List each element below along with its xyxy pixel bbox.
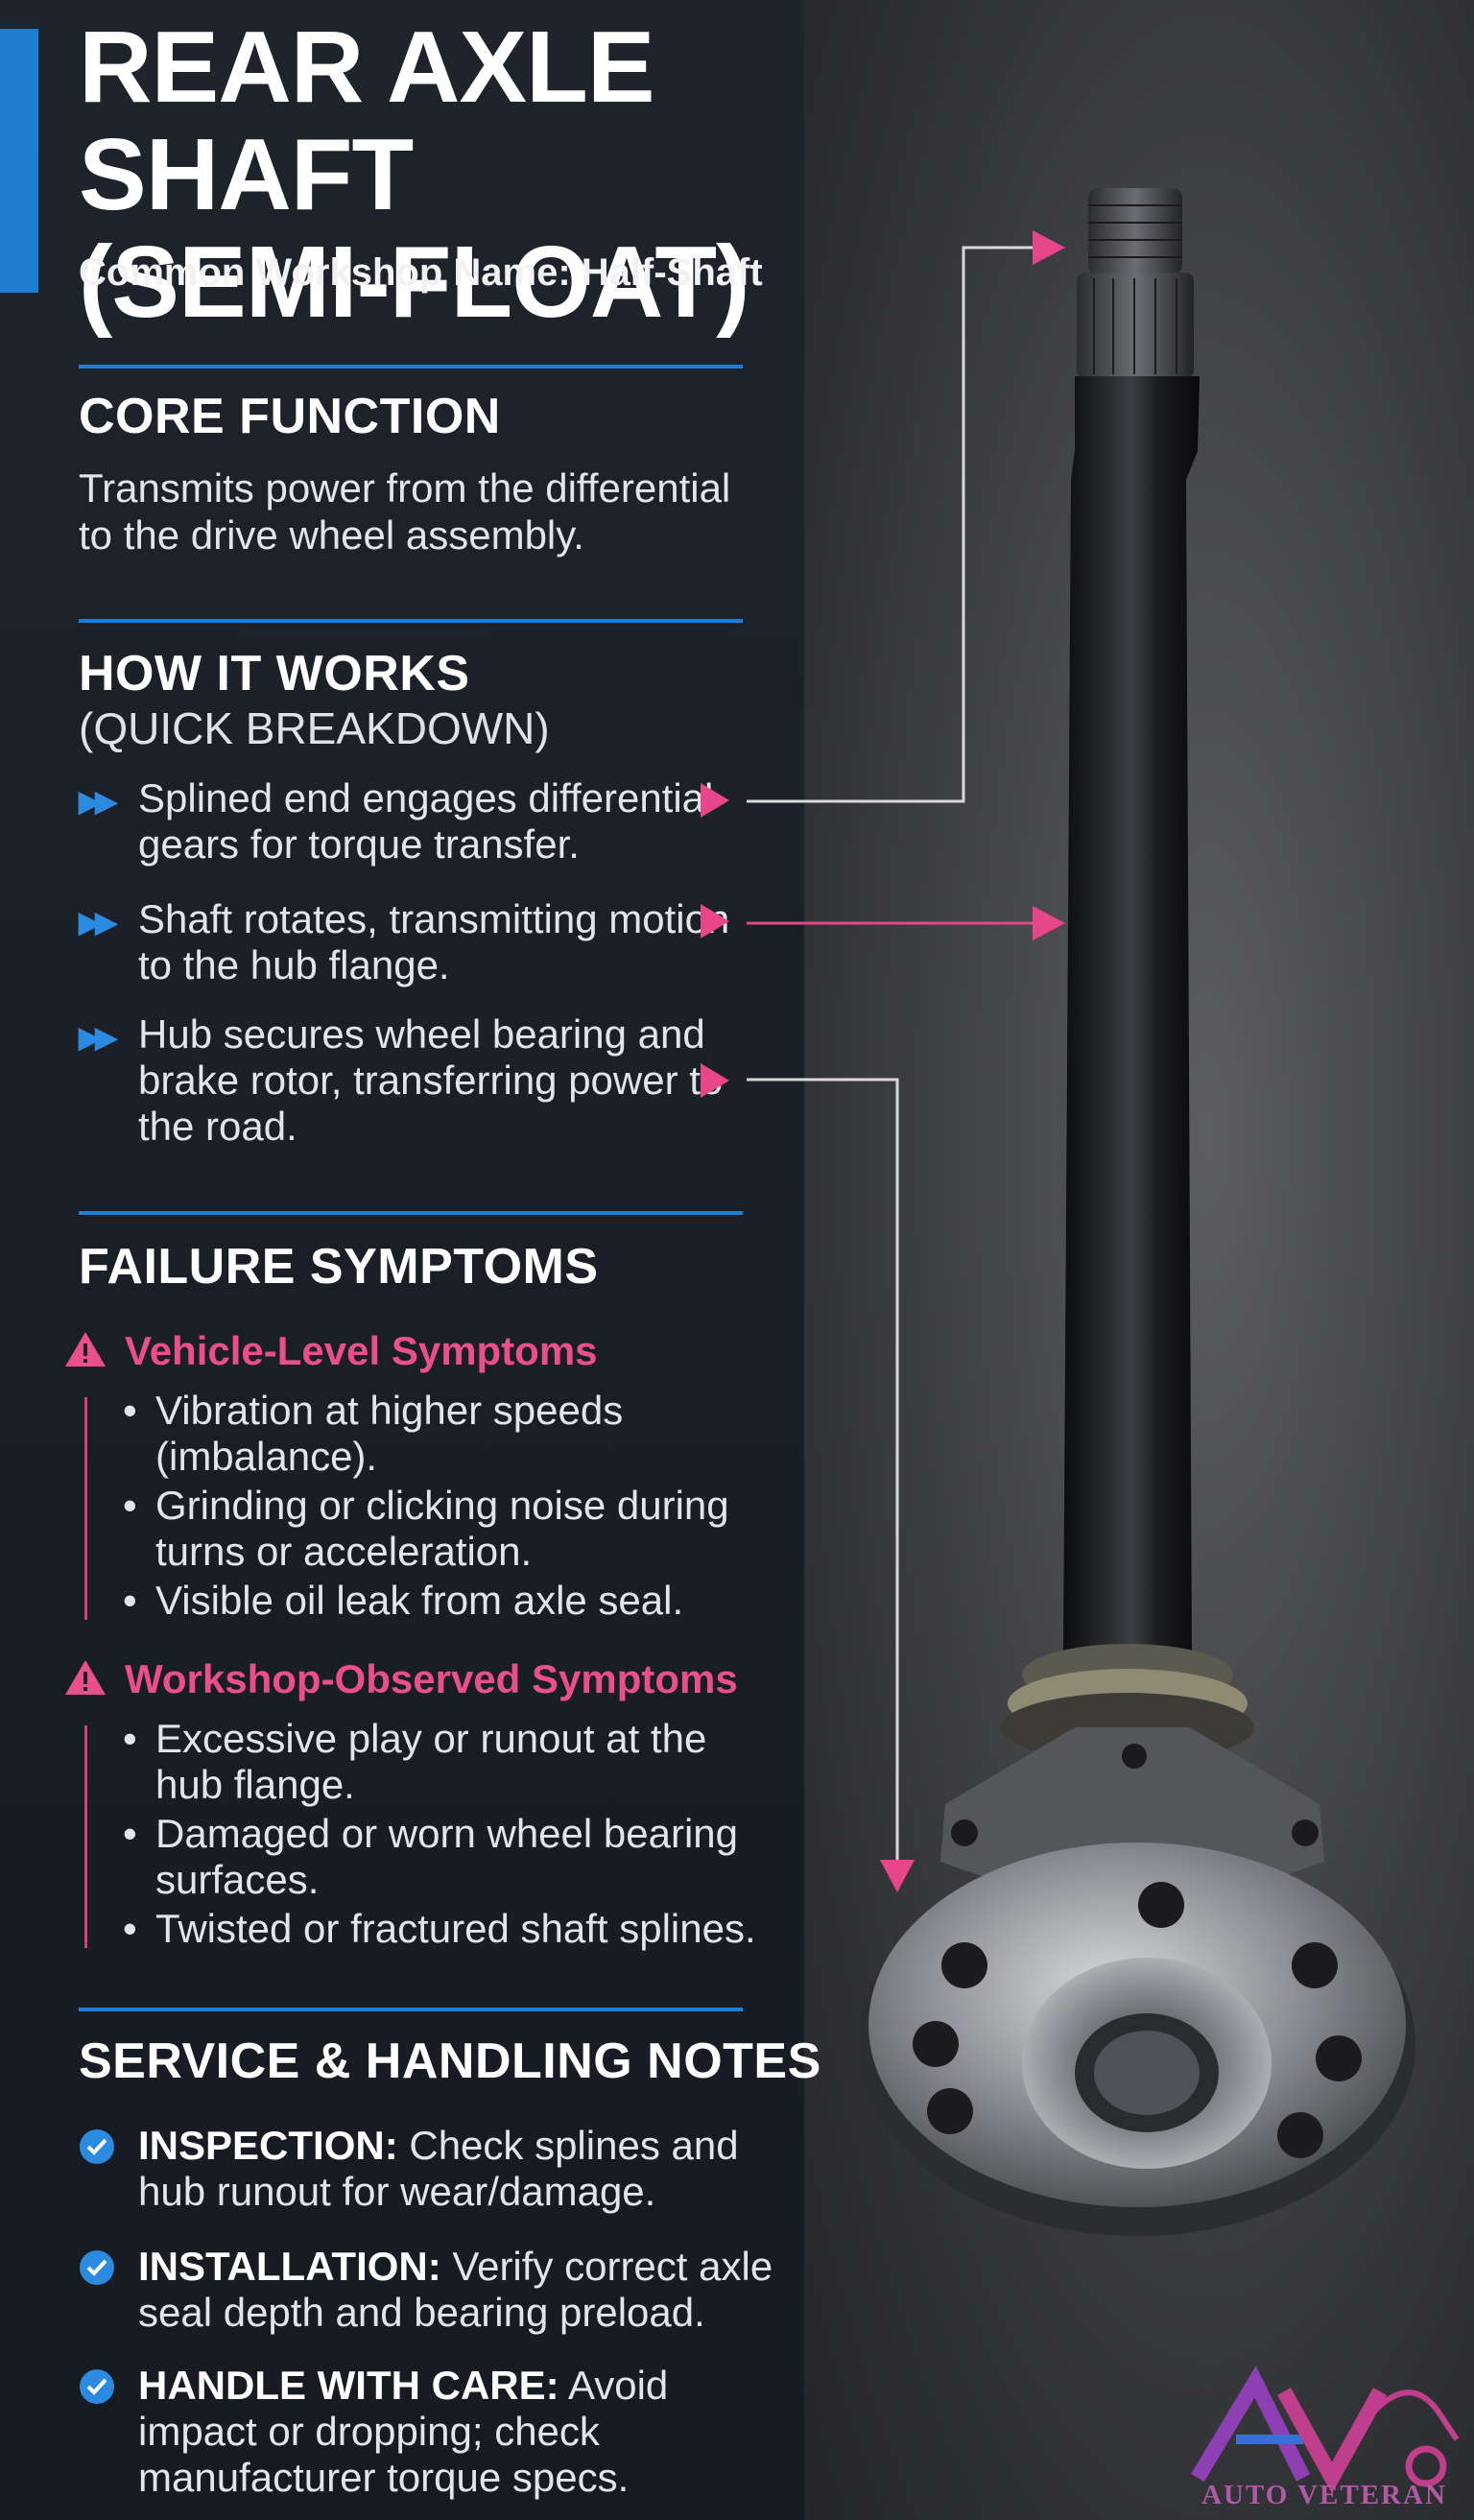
warning-triangle-icon — [63, 1330, 107, 1368]
service-note-body: Verify correct axle seal depth and beari… — [138, 2244, 773, 2335]
title-accent-bar — [0, 29, 38, 293]
list-item: Grinding or clicking noise during turns … — [123, 1483, 756, 1575]
list-item: Twisted or fractured shaft splines. — [123, 1906, 756, 1952]
symptom-group-line — [84, 1397, 87, 1620]
failure-symptoms-heading: FAILURE SYMPTOMS — [79, 1239, 599, 1295]
axle-shaft-image — [859, 188, 1415, 2236]
list-item: Excessive play or runout at the hub flan… — [123, 1716, 756, 1808]
core-function-text: Transmits power from the differential to… — [79, 465, 731, 558]
service-note-text: HANDLE WITH CARE: Avoid impact or droppi… — [138, 2363, 791, 2501]
double-chevron-icon: ▶▶ — [79, 1022, 117, 1054]
service-notes-heading: SERVICE & HANDLING NOTES — [79, 2033, 821, 2089]
how-it-works-heading: HOW IT WORKS — [79, 646, 470, 701]
list-item: Visible oil leak from axle seal. — [123, 1578, 756, 1624]
workshop-observed-title: Workshop-Observed Symptoms — [125, 1656, 738, 1701]
title-line-2: (SEMI-FLOAT) — [79, 226, 749, 339]
service-note-text: INSPECTION: Check splines and hub runout… — [138, 2123, 791, 2215]
section-divider — [79, 1211, 743, 1215]
service-note-text: INSTALLATION: Verify correct axle seal d… — [138, 2244, 791, 2336]
section-divider — [79, 619, 743, 623]
service-note-label: HANDLE WITH CARE: — [138, 2363, 559, 2408]
service-note-label: INSTALLATION: — [138, 2244, 441, 2289]
callout-marker-icon — [701, 904, 729, 939]
callout-marker-icon — [701, 783, 729, 818]
vehicle-symptom-list: Vibration at higher speeds (imbalance). … — [123, 1388, 756, 1627]
check-circle-icon — [80, 2129, 114, 2164]
page-title: REAR AXLE SHAFT (SEMI-FLOAT) — [79, 13, 808, 336]
brand-logo — [1191, 2365, 1460, 2494]
title-line-1: REAR AXLE SHAFT — [79, 11, 655, 231]
symptom-group-line — [84, 1725, 87, 1948]
step-text: Hub secures wheel bearing and brake roto… — [138, 1011, 724, 1149]
logo-text: AUTO VETERAN — [1201, 2480, 1447, 2510]
step-text: Splined end engages differential gears f… — [138, 775, 714, 867]
core-function-heading: CORE FUNCTION — [79, 389, 501, 444]
list-item: Damaged or worn wheel bearing surfaces. — [123, 1811, 756, 1903]
workshop-symptom-list: Excessive play or runout at the hub flan… — [123, 1716, 756, 1955]
double-chevron-icon: ▶▶ — [79, 786, 117, 818]
info-panel — [0, 0, 804, 2520]
service-note-body: Check splines and hub runout for wear/da… — [138, 2123, 739, 2214]
list-item: Vibration at higher speeds (imbalance). — [123, 1388, 756, 1480]
warning-triangle-icon — [63, 1658, 107, 1697]
double-chevron-icon: ▶▶ — [79, 907, 117, 939]
section-divider — [79, 365, 743, 368]
callout-marker-icon — [701, 1063, 729, 1098]
check-circle-icon — [80, 2250, 114, 2285]
how-it-works-subheading: (QUICK BREAKDOWN) — [79, 703, 550, 753]
check-circle-icon — [80, 2369, 114, 2404]
step-text: Shaft rotates, transmitting motion to th… — [138, 896, 730, 987]
page-subtitle: Common Workshop Name: Half-Shaft — [79, 251, 763, 294]
vehicle-level-heading: Vehicle-Level Symptoms — [63, 1328, 598, 1374]
service-note-body: Avoid impact or dropping; check manufact… — [138, 2363, 669, 2500]
workshop-observed-heading: Workshop-Observed Symptoms — [63, 1656, 738, 1702]
section-divider — [79, 2008, 743, 2011]
vehicle-level-title: Vehicle-Level Symptoms — [125, 1328, 598, 1373]
service-note-label: INSPECTION: — [138, 2123, 398, 2168]
